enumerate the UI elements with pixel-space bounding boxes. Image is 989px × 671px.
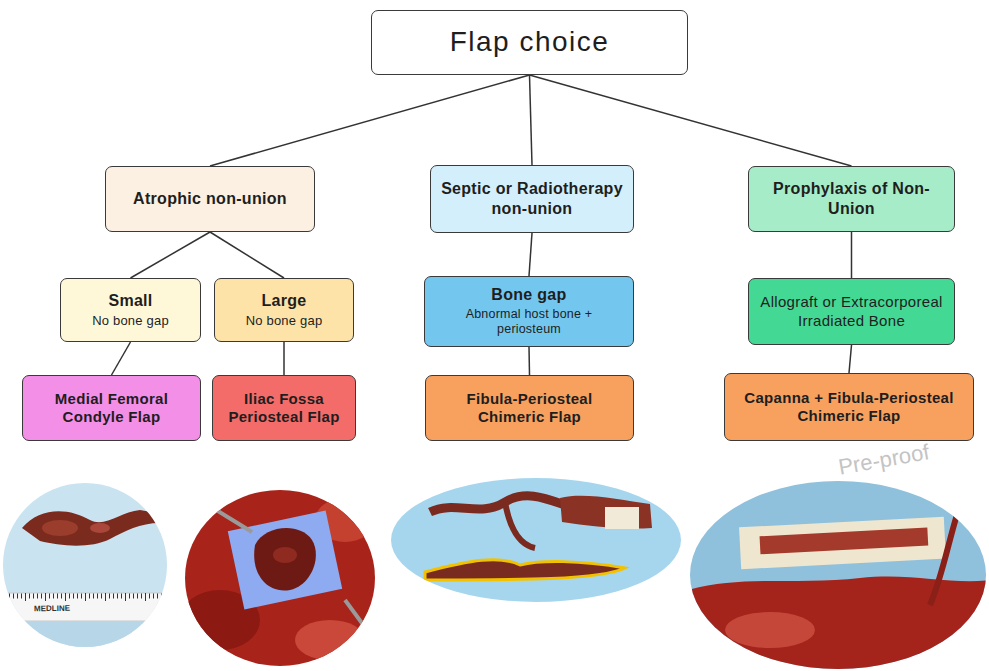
photo-iliac-flap [180,485,380,670]
photo-condyle-flap [0,480,170,661]
ruler-text: MEDLINE [34,604,70,614]
connector-line [283,342,285,375]
flap-box: Fibula-Periosteal Chimeric Flap [425,375,634,441]
connector-line [210,75,530,166]
node-heading: Prophylaxis of Non-Union [757,179,946,218]
node-heading: Septic or Radiotherapy non-union [439,179,625,218]
connector-line [112,342,131,375]
connector-line [131,232,211,278]
flap-box: Medial Femoral Condyle Flap [22,375,201,441]
connector-line [529,233,532,276]
category-box: Septic or Radiotherapy non-union [430,165,634,233]
flap-box: Iliac Fossa Periosteal Flap [212,375,356,441]
subcategory-box: Bone gapAbnormal host bone + periosteum [424,276,634,347]
connector-line [528,347,530,375]
root-box: Flap choice [371,10,688,75]
connector-line [851,232,853,278]
subcategory-box: Allograft or Extracorporeal Irradiated B… [748,278,955,345]
node-heading: Large [261,291,306,311]
node-heading: Bone gap [491,285,566,305]
node-subtext: No bone gap [246,313,323,329]
category-box: Prophylaxis of Non-Union [748,166,955,232]
subcategory-box: Small No bone gap [60,278,201,342]
connector-line [210,232,284,278]
node-subtext: Abnormal host bone + periosteum [433,307,625,338]
photo-chimeric-flap [390,476,682,604]
node-heading: Capanna + Fibula-Periosteal Chimeric Fla… [733,389,965,426]
node-heading: Small [108,291,152,311]
watermark: Pre-proof [836,439,931,481]
flap-box: Capanna + Fibula-Periosteal Chimeric Fla… [724,373,974,441]
subcategory-box: Large No bone gap [214,278,354,342]
node-heading: Allograft or Extracorporeal Irradiated B… [757,293,946,330]
connector-line [849,345,852,373]
node-heading: Medial Femoral Condyle Flap [31,390,192,427]
connector-line [530,75,852,166]
photo-capanna-flap [688,478,989,671]
node-heading: Iliac Fossa Periosteal Flap [221,390,347,427]
node-heading: Fibula-Periosteal Chimeric Flap [434,390,625,427]
node-subtext: No bone gap [92,313,169,329]
connector-line [530,75,533,165]
root-title: Flap choice [450,25,610,59]
node-heading: Atrophic non-union [133,189,287,209]
category-box: Atrophic non-union [105,166,315,232]
